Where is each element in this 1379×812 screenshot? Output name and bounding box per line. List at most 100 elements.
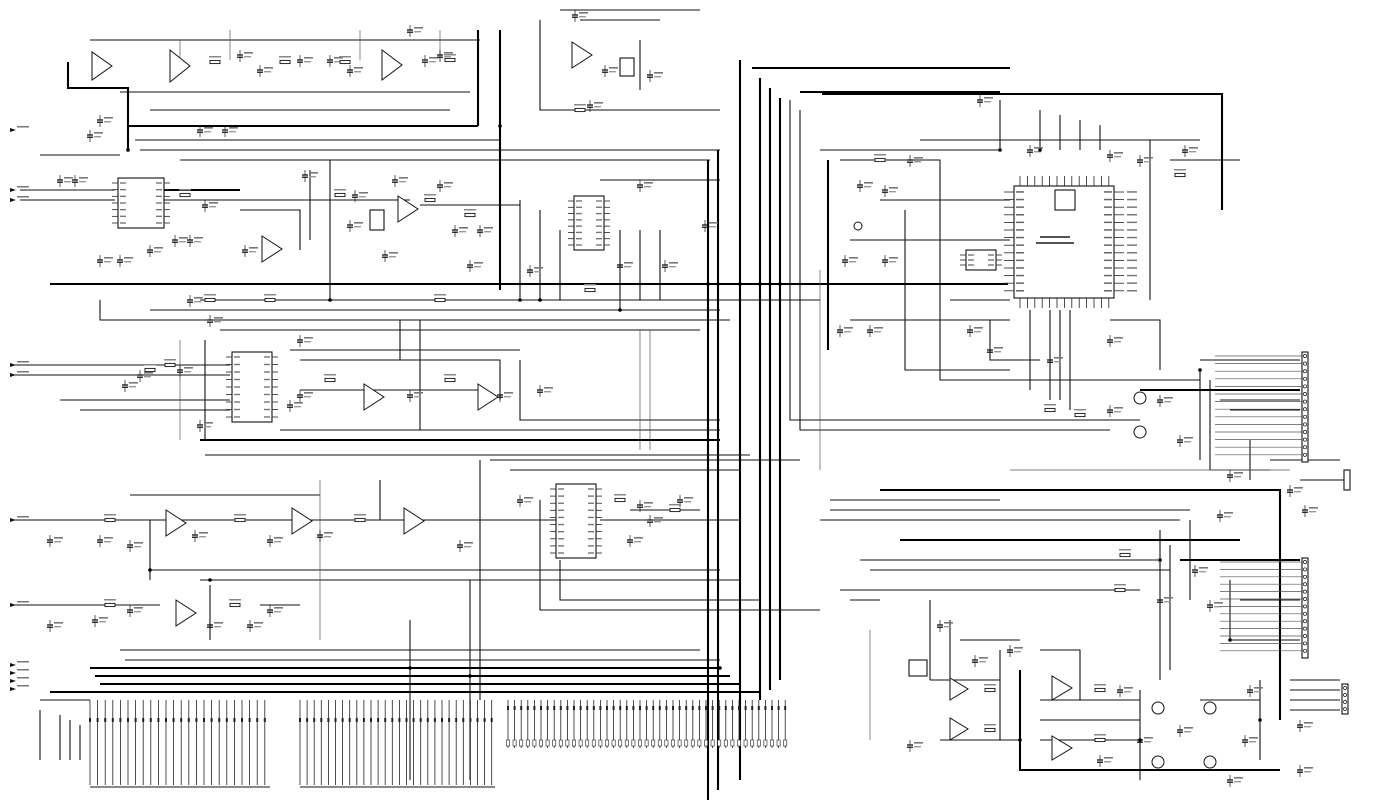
part-ref-mark [79,177,88,179]
part-ref-mark [214,622,223,624]
ic-pin-label-mark [120,215,126,218]
off-page-connector [10,663,16,667]
part-value-mark [389,256,396,258]
header-pin-body [631,739,636,747]
connector-pin [1303,611,1307,616]
part-ref-mark [614,494,626,496]
resistor [334,192,346,198]
part-value-mark [1224,516,1231,518]
header-pin-body [743,739,748,747]
part-value-mark [144,376,151,378]
pin-mark [426,718,429,722]
pin-mark [546,706,549,710]
part-ref-mark [389,252,398,254]
part-ref-mark [354,514,366,516]
part-value-mark [304,396,311,398]
junction-dot [738,282,742,286]
mcu-pin-label-mark [1104,252,1112,254]
passive-components [47,10,1318,787]
mcu-pin-label-mark [1016,214,1024,216]
connector-pin [1303,399,1307,404]
part-value-mark [359,196,366,198]
pin-mark [685,706,688,710]
ic-pin-label-mark [596,238,602,240]
part-value-mark [129,386,136,388]
junction-dot [518,298,522,302]
junction-dot [1258,718,1262,722]
ic-pin-label-mark [558,502,564,504]
header-pin-body [776,739,781,747]
part-value-mark [849,261,856,263]
part-ref-mark [1094,734,1106,736]
pin-mark [362,718,365,722]
ic-pin-label-mark [234,393,240,396]
connector-pin [1303,567,1307,572]
part-ref-mark [424,194,436,196]
part-value-mark [54,626,61,628]
header-pin-body [545,739,550,747]
pin-mark [698,706,701,710]
header-pin-body [512,739,517,747]
connector-j4 [1343,469,1351,491]
connector-pin [1303,392,1307,396]
mcu-pin-label-mark [1016,206,1024,208]
ic-pin-label-mark [156,195,162,198]
header-pin-body [638,739,642,747]
ic-pin-label-mark [264,401,270,403]
pin-mark [533,706,536,710]
header-pin-body [644,739,649,747]
part-value-mark [889,191,896,193]
ic-pin-label-mark [156,188,162,191]
part-ref-mark [1214,602,1223,604]
part-value-mark [1304,726,1311,728]
part-ref-mark [194,237,203,239]
part-ref-mark [274,607,283,609]
part-ref-mark [1114,337,1123,339]
part-ref-mark [864,182,873,184]
part-ref-mark [124,257,133,259]
ic-pin-label-mark [156,222,162,224]
header-pin-body [565,739,570,747]
ic-pin-label-mark [988,254,994,256]
part-ref-mark [1309,507,1318,509]
part-ref-mark [669,504,681,506]
pin-mark [89,718,91,722]
part-value-mark [1184,441,1191,443]
mcu-part-mark [1036,242,1074,244]
mcu-pin-label-mark [1016,267,1024,269]
pin-mark [744,706,747,710]
connector-pin [1303,589,1307,594]
junction-dot [716,282,720,286]
net-label-mark [1127,214,1137,216]
resistor [614,497,626,503]
mcu-pin-label-mark [1016,274,1024,277]
resistor [1114,587,1126,593]
pin-mark [96,718,99,722]
pin-mark [520,706,523,710]
mcu-pin-label-mark [1016,191,1024,193]
header-pin-body [506,739,510,747]
ic-pin-label-mark [588,509,594,512]
ic-pin-label-mark [120,188,126,191]
part-ref-mark [209,202,218,204]
header-pin-body [690,739,695,747]
part-ref-mark [304,337,313,339]
ic-pin-label-mark [576,231,582,234]
pin-mark [355,718,358,722]
pin-mark [256,718,259,722]
part-value-mark [654,521,661,523]
ic-u8 [619,57,635,77]
part-ref-mark [1014,647,1023,649]
ic-pin-label-mark [264,356,270,358]
part-value-mark [524,501,531,503]
junction-dot [778,282,782,286]
part-ref-mark [1124,687,1133,689]
ic-pin-label-mark [156,182,162,184]
part-value-mark [1144,741,1151,743]
part-ref-mark [324,374,336,376]
resistor [104,517,116,523]
pin-mark [104,718,107,722]
part-ref-mark [54,537,63,539]
part-ref-mark [214,317,223,319]
part-value-mark [874,331,881,333]
